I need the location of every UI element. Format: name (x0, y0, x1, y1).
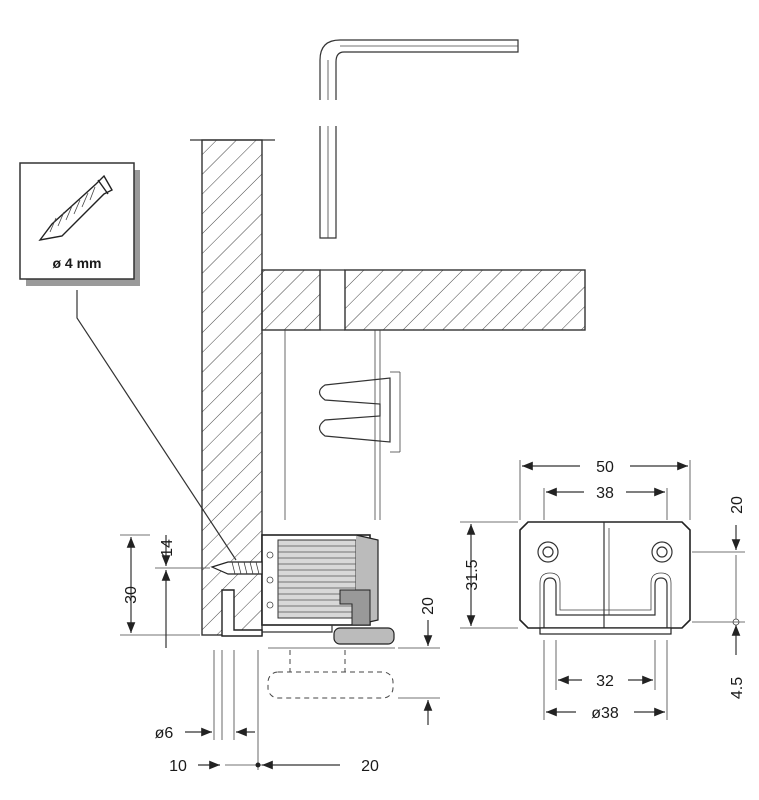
hanger-body (221, 534, 395, 645)
shelf-part-right (344, 269, 586, 331)
dim-4-5: 4.5 (729, 677, 746, 699)
dim-10: 10 (169, 758, 187, 775)
screw-leader-line (76, 290, 237, 561)
bracket-loops (539, 572, 672, 635)
shelf-part-left (261, 269, 321, 331)
dim-30: 30 (123, 586, 140, 604)
dim-20-side: 20 (420, 597, 437, 615)
lowered-position-dashed (267, 650, 394, 699)
dim-20-bottom: 20 (361, 758, 379, 775)
screw-side-icon (210, 561, 263, 575)
dim-31-5: 31.5 (464, 559, 481, 590)
front-view-dimensions: 50 38 31.5 20 4.5 32 ø38 (464, 459, 746, 722)
mounting-holes (537, 541, 673, 563)
side-section-view (190, 39, 586, 770)
dim-14: 14 (159, 539, 176, 557)
side-view-dimensions: 30 14 20 ø6 10 20 (120, 534, 440, 775)
dim-o38: ø38 (591, 705, 619, 722)
wall-rail-clip (318, 371, 401, 453)
cabinet-side-wall (201, 139, 263, 636)
dim-50: 50 (596, 459, 614, 476)
l-profile (319, 39, 519, 239)
screw-icon (38, 174, 113, 242)
dim-20-front: 20 (729, 496, 746, 514)
dim-o6: ø6 (155, 725, 174, 742)
screw-size-label: ø 4 mm (52, 255, 101, 271)
front-view (460, 460, 745, 720)
dim-32: 32 (596, 673, 614, 690)
screw-spec-box: ø 4 mm (19, 162, 140, 286)
dim-38: 38 (596, 485, 614, 502)
hanger-front-body (519, 521, 691, 629)
